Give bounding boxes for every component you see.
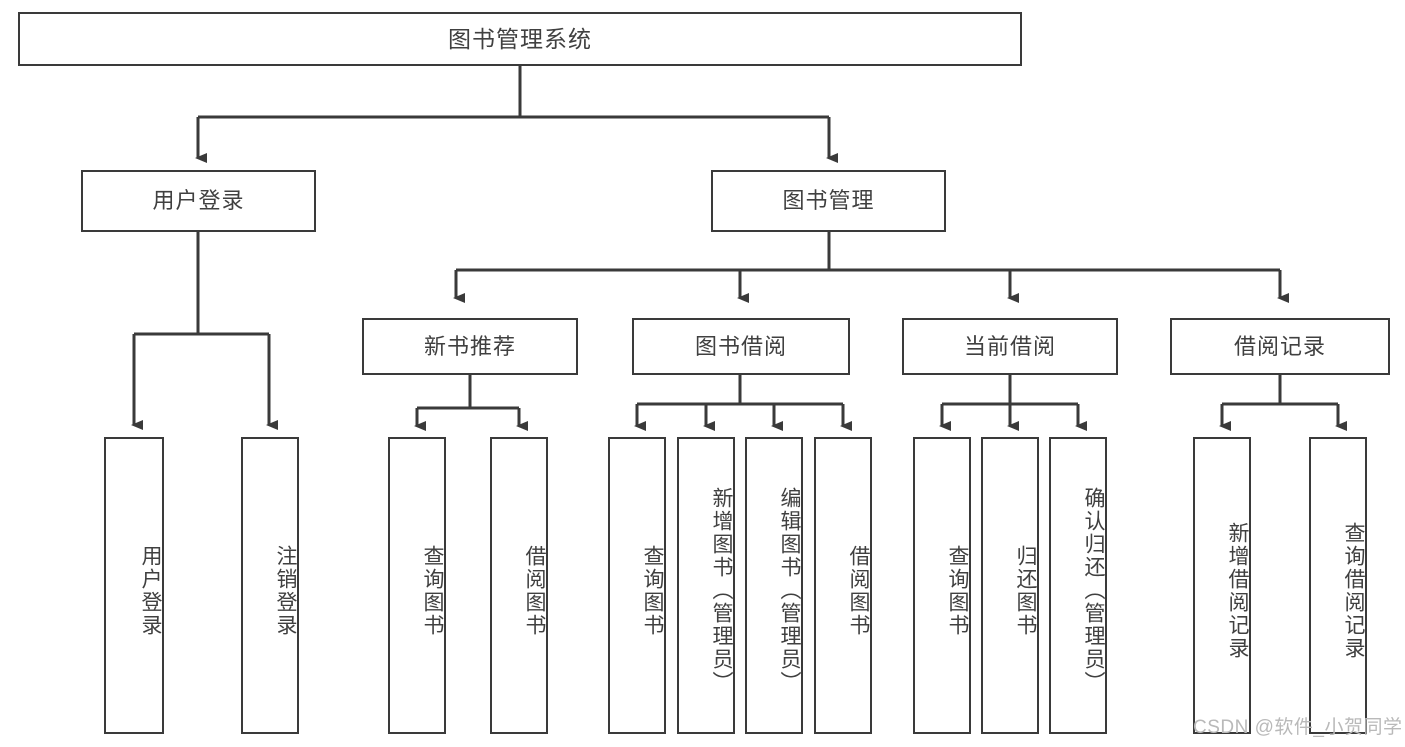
leaf-edit-book-admin[interactable]: 编辑图书（管理员） (745, 437, 803, 734)
node-borrow-record[interactable]: 借阅记录 (1170, 318, 1390, 375)
leaf-query-book-recommend[interactable]: 查询图书 (388, 437, 446, 734)
csdn-watermark: CSDN @软件_小贺同学 (1193, 717, 1403, 738)
leaf-confirm-return-admin[interactable]: 确认归还（管理员） (1049, 437, 1107, 734)
node-new-book-recommend[interactable]: 新书推荐 (362, 318, 578, 375)
node-label: 确认归还（管理员） (1082, 487, 1105, 694)
node-label: 当前借阅 (963, 333, 1056, 359)
node-label: 图书借阅 (694, 333, 787, 359)
node-label: 归还图书 (1014, 544, 1037, 637)
node-label: 借阅记录 (1233, 333, 1326, 359)
leaf-add-book-admin[interactable]: 新增图书（管理员） (677, 437, 735, 734)
node-label: 查询图书 (946, 544, 969, 637)
leaf-query-book-current[interactable]: 查询图书 (913, 437, 971, 734)
leaf-borrow-book[interactable]: 借阅图书 (814, 437, 872, 734)
node-root-system[interactable]: 图书管理系统 (18, 12, 1022, 66)
node-label: 注销登录 (274, 544, 297, 637)
leaf-return-book[interactable]: 归还图书 (981, 437, 1039, 734)
node-label: 图书管理系统 (448, 25, 592, 52)
node-label: 用户登录 (152, 188, 245, 214)
node-label: 新增借阅记录 (1226, 521, 1249, 660)
leaf-borrow-book-recommend[interactable]: 借阅图书 (490, 437, 548, 734)
node-book-management[interactable]: 图书管理 (711, 170, 946, 232)
leaf-logout[interactable]: 注销登录 (241, 437, 299, 734)
node-user-login[interactable]: 用户登录 (81, 170, 316, 232)
node-current-borrow[interactable]: 当前借阅 (902, 318, 1118, 375)
node-label: 查询图书 (421, 544, 444, 637)
leaf-add-borrow-record[interactable]: 新增借阅记录 (1193, 437, 1251, 734)
node-label: 借阅图书 (523, 544, 546, 637)
node-label: 图书管理 (782, 188, 875, 214)
node-label: 新书推荐 (423, 333, 516, 359)
node-book-borrow[interactable]: 图书借阅 (632, 318, 850, 375)
node-label: 新增图书（管理员） (710, 487, 733, 694)
leaf-query-borrow-record[interactable]: 查询借阅记录 (1309, 437, 1367, 734)
node-label: 借阅图书 (847, 544, 870, 637)
leaf-user-login[interactable]: 用户登录 (104, 437, 164, 734)
node-label: 用户登录 (139, 544, 162, 637)
leaf-query-book-borrow[interactable]: 查询图书 (608, 437, 666, 734)
node-label: 查询图书 (641, 544, 664, 637)
node-label: 查询借阅记录 (1342, 521, 1365, 660)
node-label: 编辑图书（管理员） (778, 487, 801, 694)
